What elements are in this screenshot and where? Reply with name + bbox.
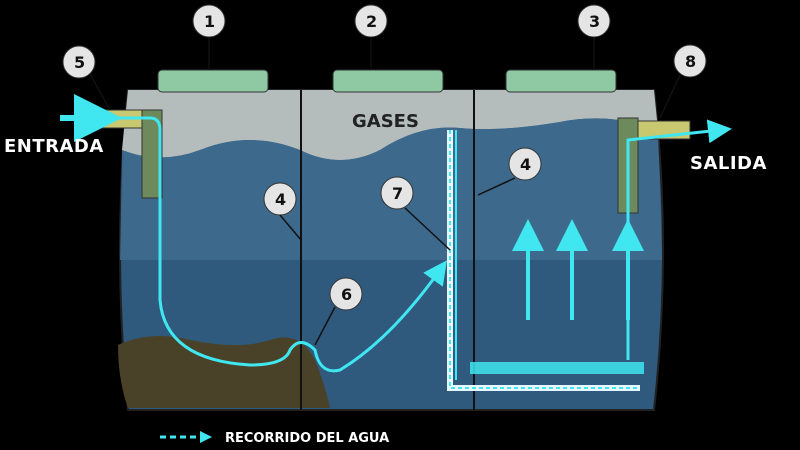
callout-1: 1 (192, 4, 226, 38)
callout-leaders (89, 37, 681, 346)
callout-8: 8 (673, 44, 707, 78)
gases-label: GASES (352, 111, 419, 132)
callout-3: 3 (577, 4, 611, 38)
svg-text:4: 4 (275, 190, 286, 209)
legend-label: RECORRIDO DEL AGUA (225, 431, 389, 446)
callout-6: 6 (329, 277, 363, 311)
diffuser-bar (470, 362, 644, 374)
lid-2 (332, 69, 444, 93)
lid-3 (505, 69, 617, 93)
svg-text:6: 6 (341, 285, 352, 304)
svg-text:3: 3 (589, 12, 600, 31)
svg-text:1: 1 (204, 12, 215, 31)
transfer-pipe (447, 130, 640, 391)
lid-1 (157, 69, 269, 93)
svg-text:4: 4 (520, 155, 531, 174)
callout-4b: 4 (508, 147, 542, 181)
callout-7: 7 (380, 176, 414, 210)
inlet-label: ENTRADA (4, 136, 104, 157)
gas-space (122, 90, 658, 160)
legend: RECORRIDO DEL AGUA (160, 431, 389, 446)
svg-text:8: 8 (685, 52, 696, 71)
sludge (118, 336, 330, 408)
lids (157, 69, 617, 93)
callout-5: 5 (62, 45, 96, 79)
water-flow-path (60, 116, 447, 373)
svg-text:5: 5 (74, 53, 85, 72)
callout-2: 2 (354, 4, 388, 38)
svg-text:7: 7 (392, 184, 403, 203)
outlet-label: SALIDA (690, 153, 767, 174)
svg-text:2: 2 (366, 12, 377, 31)
callout-4a: 4 (263, 182, 297, 216)
